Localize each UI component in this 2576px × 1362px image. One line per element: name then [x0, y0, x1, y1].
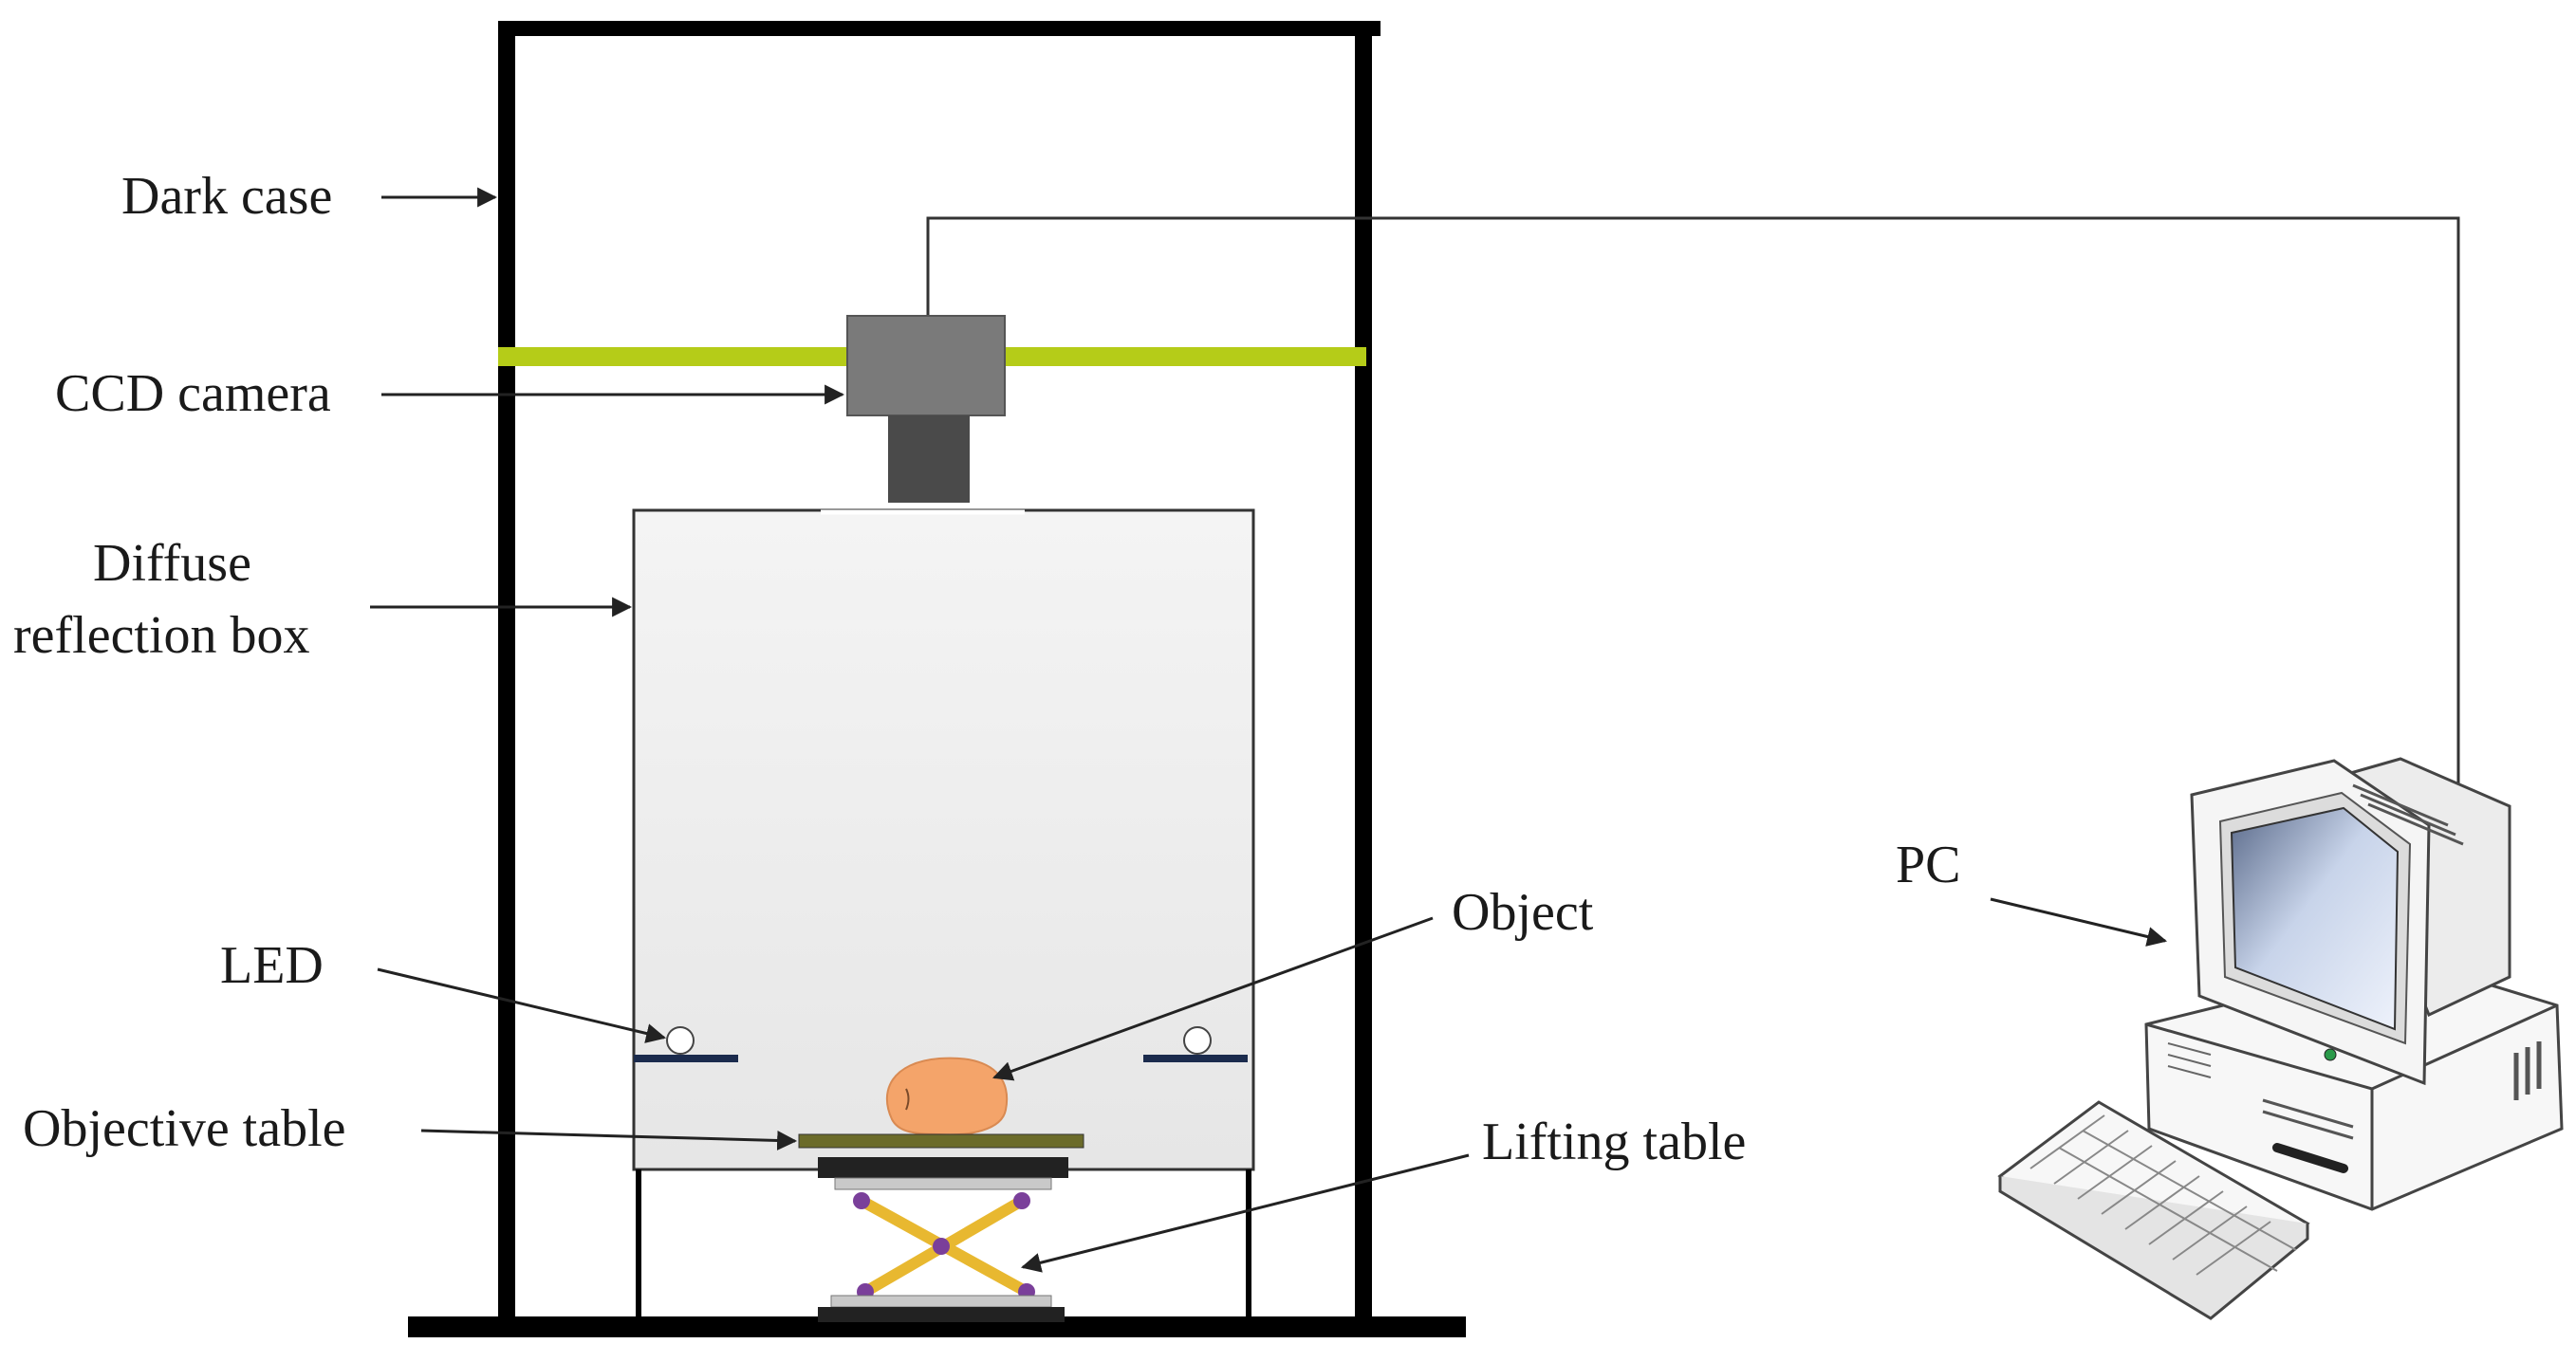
leader-arrows — [370, 187, 2168, 1273]
label-objective-table: Objective table — [23, 1099, 346, 1158]
lifting-table — [818, 1192, 1065, 1322]
object — [885, 1057, 1009, 1136]
objective-table — [798, 1133, 1084, 1190]
led-left — [634, 1026, 738, 1062]
led-right — [1143, 1026, 1248, 1062]
label-dark-case: Dark case — [121, 167, 332, 226]
label-diffuse-line2: reflection box — [13, 606, 310, 665]
label-led: LED — [220, 936, 324, 995]
arrow-led — [377, 967, 667, 1043]
pc — [1997, 757, 2564, 1320]
ccd-camera — [846, 315, 1006, 503]
label-object: Object — [1452, 883, 1594, 942]
arrow-object — [992, 916, 1434, 1081]
dark-case — [408, 21, 1466, 1337]
label-diffuse-line1: Diffuse — [93, 534, 251, 593]
label-lifting-table: Lifting table — [1482, 1113, 1746, 1171]
diffuse-reflection-box — [632, 508, 1255, 1318]
label-ccd-camera: CCD camera — [55, 364, 331, 423]
arrow-objective-table — [420, 1129, 798, 1150]
camera-pc-cable — [926, 216, 2460, 825]
arrow-lifting-table — [1020, 1153, 1470, 1273]
label-pc: PC — [1896, 836, 1961, 894]
arrow-pc — [1990, 897, 2168, 947]
